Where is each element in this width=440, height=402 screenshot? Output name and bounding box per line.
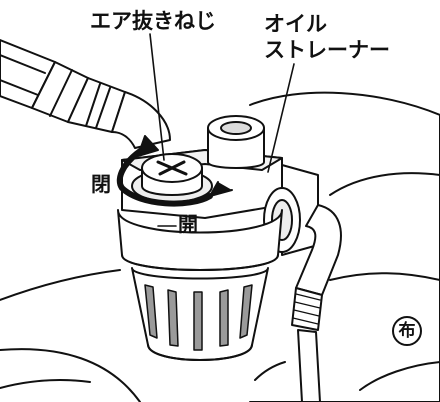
bowl-collar xyxy=(117,209,283,271)
fabric-curve-3 xyxy=(359,361,440,391)
inlet-hose-line-1 xyxy=(0,54,46,74)
rotation-arrow-head xyxy=(137,135,159,157)
air-vent-screw-label: エア抜きねじ xyxy=(90,9,216,33)
rotation-arrow-tail xyxy=(209,181,233,197)
tank-edge-lower xyxy=(0,379,91,389)
fabric-curve-2 xyxy=(329,272,440,281)
tank-edge-left xyxy=(0,269,121,301)
elbow-ridge-1 xyxy=(85,83,101,127)
braided-hose-pattern xyxy=(292,293,321,325)
vent-screw-slot xyxy=(156,160,188,176)
top-port-hole xyxy=(220,121,252,135)
open-direction-label: 開 xyxy=(178,212,198,236)
bowl-collar-band xyxy=(121,254,279,271)
rotation-arrow xyxy=(116,145,213,207)
oil-strainer-label-line1: オイル xyxy=(264,12,327,36)
fabric-curve-4 xyxy=(254,361,286,381)
leader-oil-strainer xyxy=(267,63,295,173)
fabric-curve-1 xyxy=(329,172,440,196)
nut-facet xyxy=(49,69,73,117)
inlet-hose-line-2 xyxy=(0,79,39,96)
outlet-hose xyxy=(297,329,321,402)
bowl-ribs xyxy=(144,284,253,351)
tank-surface-outline xyxy=(249,91,440,402)
elbow-ridge-2 xyxy=(95,87,111,129)
oil-strainer-label: オイル ストレーナー xyxy=(264,11,390,63)
tank-edge-bottom xyxy=(0,348,141,402)
leader-air-vent xyxy=(149,33,165,161)
close-direction-label: 閉 xyxy=(91,172,111,196)
oil-strainer-label-line2: ストレーナー xyxy=(264,38,390,62)
bowl-bottom xyxy=(147,344,253,361)
fabric-circled-mark: 布 xyxy=(392,316,422,346)
